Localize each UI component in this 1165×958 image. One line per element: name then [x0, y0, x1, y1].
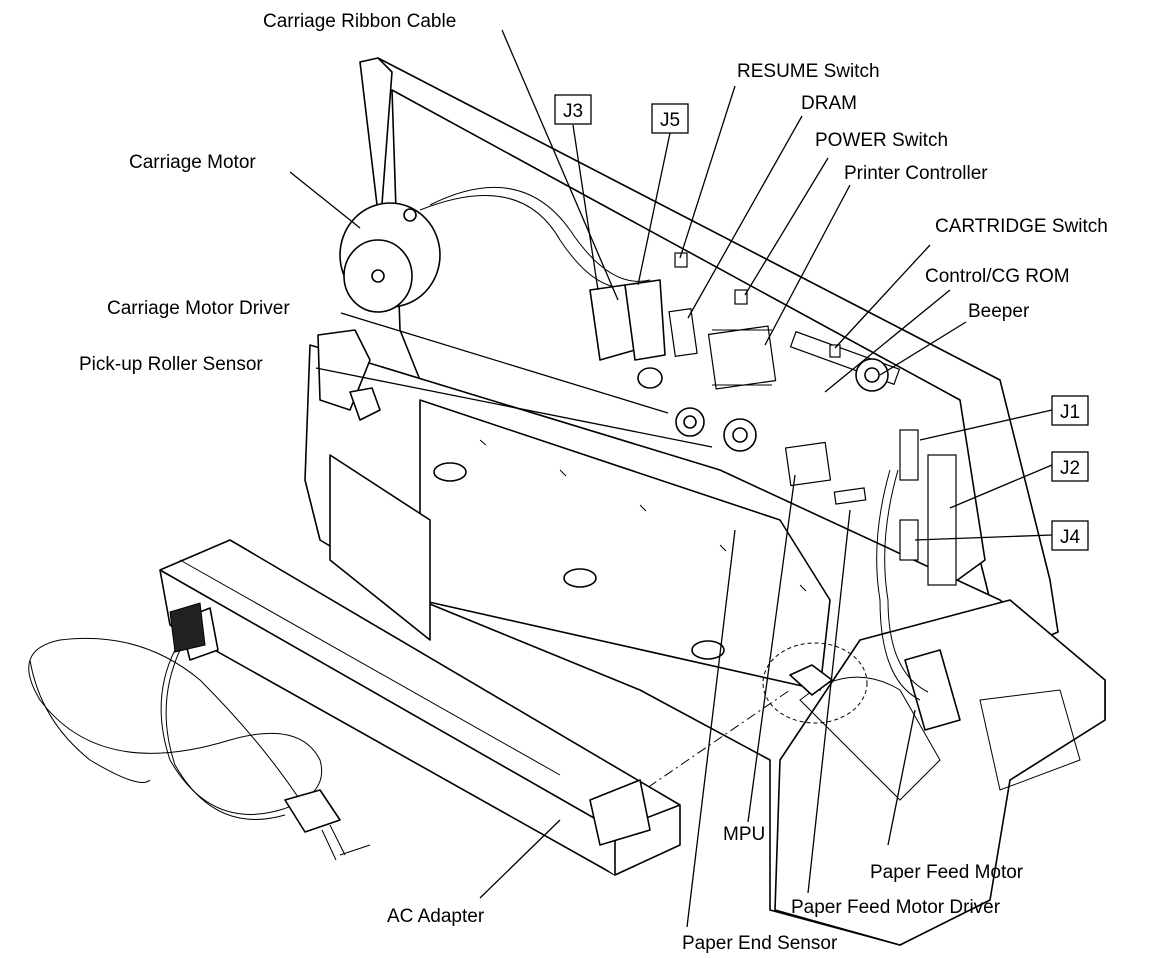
- connector-j3-label: J3: [563, 101, 583, 122]
- ribbon-cable-drawing: [589, 279, 666, 361]
- label-control-cg-rom: Control/CG ROM: [925, 266, 1070, 287]
- label-paper-end-sensor: Paper End Sensor: [682, 933, 838, 954]
- label-carriage-motor: Carriage Motor: [129, 152, 256, 173]
- label-printer-controller: Printer Controller: [844, 163, 988, 184]
- label-carriage-motor-driver: Carriage Motor Driver: [107, 298, 290, 319]
- label-cartridge-switch: CARTRIDGE Switch: [935, 216, 1108, 237]
- connector-j2: J2: [1051, 451, 1089, 482]
- label-pickup-roller-sensor: Pick-up Roller Sensor: [79, 354, 263, 375]
- power-cord-drawing: [28, 637, 371, 861]
- leader-lines: [289, 29, 1053, 928]
- label-resume-switch: RESUME Switch: [737, 61, 880, 82]
- paper-feed-motor-drawing: [876, 469, 961, 731]
- ac-adapter-drawing: [159, 539, 681, 876]
- label-paper-feed-motor: Paper Feed Motor: [870, 862, 1024, 883]
- printer-chassis: [304, 57, 1106, 946]
- label-power-switch: POWER Switch: [815, 130, 948, 151]
- label-mpu: MPU: [723, 824, 765, 845]
- connector-j5: J5: [651, 103, 689, 134]
- label-beeper: Beeper: [968, 301, 1030, 322]
- label-paper-feed-motor-driver: Paper Feed Motor Driver: [791, 897, 1001, 918]
- label-carriage-ribbon-cable: Carriage Ribbon Cable: [263, 11, 456, 32]
- connector-j5-label: J5: [660, 110, 680, 131]
- label-ac-adapter: AC Adapter: [387, 906, 485, 927]
- connector-j3: J3: [554, 94, 592, 125]
- connector-j1-label: J1: [1060, 402, 1080, 423]
- carriage-motor-drawing: [339, 187, 651, 313]
- connector-j2-label: J2: [1060, 458, 1080, 479]
- connector-j4-label: J4: [1060, 527, 1081, 548]
- board-components: [637, 252, 957, 586]
- connector-j1: J1: [1051, 395, 1089, 426]
- label-dram: DRAM: [801, 93, 857, 114]
- connector-j4: J4: [1051, 520, 1089, 551]
